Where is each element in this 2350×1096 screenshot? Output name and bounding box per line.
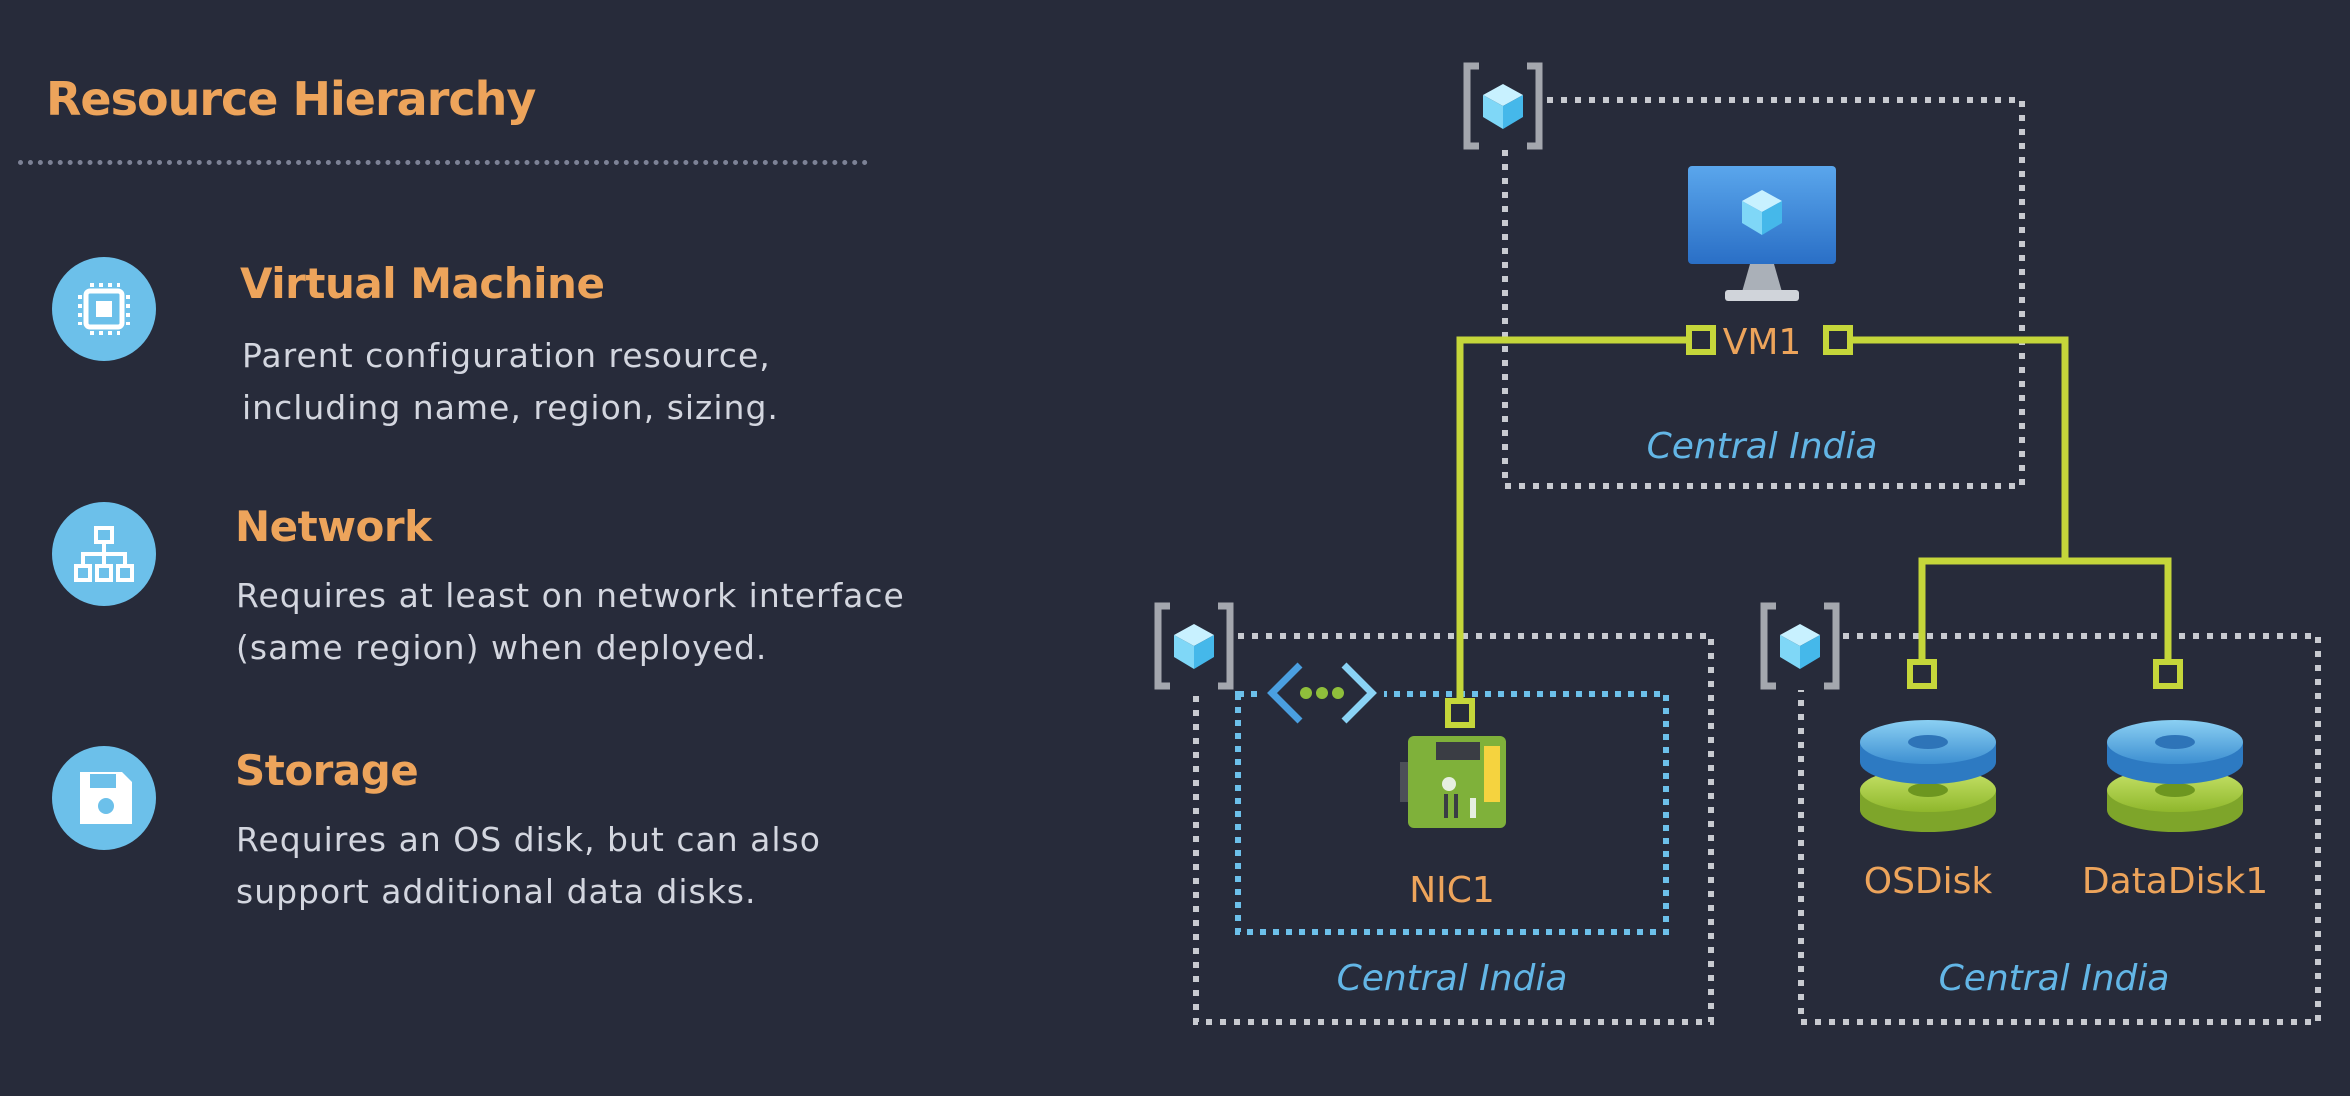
connector-port <box>1686 325 1716 355</box>
nic-region-label: Central India <box>1337 958 1568 999</box>
network-hierarchy-icon <box>52 502 156 606</box>
resource-group-icon <box>1154 602 1234 690</box>
item-title: Virtual Machine <box>240 259 605 308</box>
page-title: Resource Hierarchy <box>46 72 536 126</box>
vm-resource-group-boundary <box>1502 97 2025 489</box>
item-description: Requires at least on network interface (… <box>236 576 905 667</box>
virtual-network-icon <box>1260 659 1384 727</box>
vnet-boundary <box>1235 691 1669 935</box>
os-disk-label: OSDisk <box>1864 861 1993 902</box>
resource-group-icon <box>1463 62 1543 150</box>
list-item-storage: Storage Requires an OS disk, but can als… <box>0 742 960 942</box>
resource-group-icon <box>1760 602 1840 690</box>
disk-region-label: Central India <box>1939 958 2170 999</box>
nic-resource-group-boundary <box>1193 633 1714 1025</box>
connector-port <box>2153 659 2183 689</box>
title-divider <box>18 160 868 165</box>
floppy-disk-icon <box>52 746 156 850</box>
data-disk-label: DataDisk1 <box>2082 861 2268 902</box>
disk-branch-connector <box>1918 557 2172 674</box>
item-description: Requires an OS disk, but can also suppor… <box>236 820 821 911</box>
data-disk-icon <box>2107 720 2243 832</box>
vm-region-label: Central India <box>1647 426 1878 467</box>
os-disk-icon <box>1860 720 1996 832</box>
list-item-virtual-machine: Virtual Machine Parent configuration res… <box>0 255 960 455</box>
nic-label: NIC1 <box>1409 870 1495 911</box>
vm-to-disks-connector <box>1838 336 2069 561</box>
connector-port <box>1907 659 1937 689</box>
vm-to-nic-connector <box>1456 336 1689 713</box>
connector-port <box>1823 325 1853 355</box>
vm-label: VM1 <box>1723 322 1802 363</box>
monitor-vm-icon <box>1688 166 1836 301</box>
connector-port <box>1445 698 1475 728</box>
item-description: Parent configuration resource, including… <box>242 336 779 427</box>
network-card-icon <box>1400 736 1506 828</box>
item-title: Network <box>235 502 432 551</box>
cpu-chip-icon <box>52 257 156 361</box>
item-title: Storage <box>235 746 419 795</box>
disk-resource-group-boundary <box>1798 633 2321 1025</box>
list-item-network: Network Requires at least on network int… <box>0 498 960 698</box>
